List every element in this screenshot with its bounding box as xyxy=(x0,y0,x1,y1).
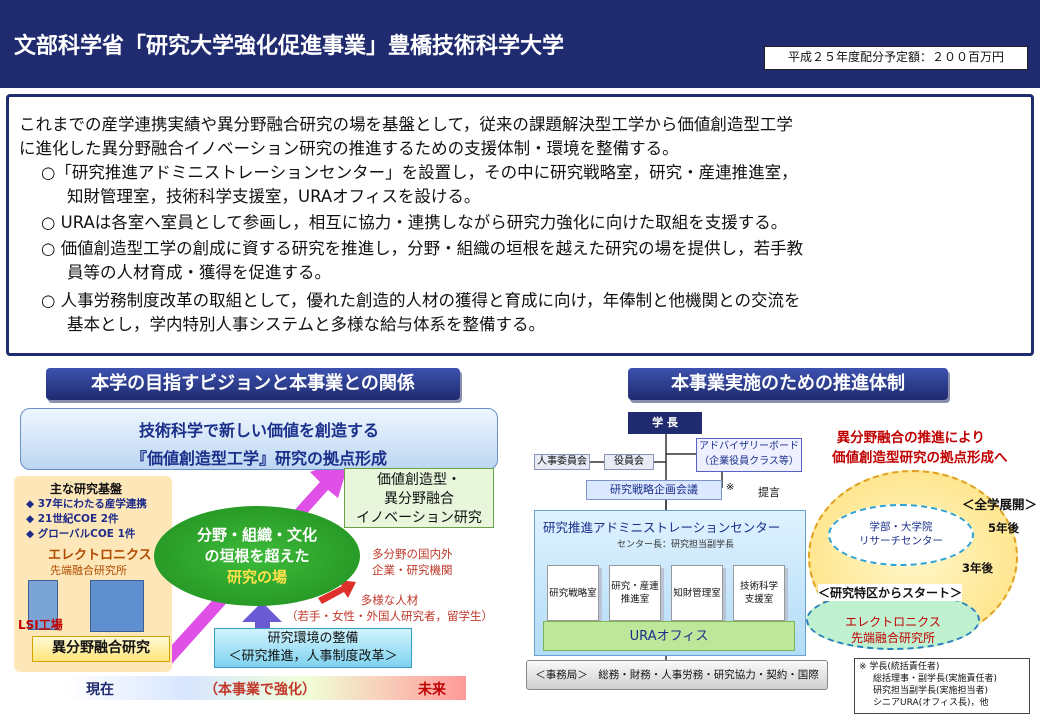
vision-heading: 本学の目指すビジョンと本事業との関係 xyxy=(46,368,460,400)
lsi-label: LSI工場 xyxy=(18,618,63,632)
summary-line: に進化した異分野融合イノベーション研究の推進するための支援体制・環境を整備する。 xyxy=(19,139,679,158)
talent-line: （若手・女性・外国人研究者，留学生） xyxy=(286,609,493,623)
summary-bullet: ○ 価値創造型工学の創成に資する研究を推進し，分野・組織の垣根を越えた研究の場を… xyxy=(41,239,804,258)
base-title: 主な研究基盤 xyxy=(50,482,123,496)
year5-label: 5年後 xyxy=(988,521,1020,535)
env-line: 研究環境の整備 xyxy=(267,631,359,646)
promotion-label: 異分野融合の推進により 価値創造型研究の拠点形成へ xyxy=(814,428,1008,468)
advice-label: 提言 xyxy=(758,486,780,499)
ivc-line: 異分野融合 xyxy=(384,491,454,507)
env-arrow xyxy=(242,602,282,638)
research-center-ellipse: 学部・大学院 リサーチセンター xyxy=(828,504,974,566)
ivc-line: 価値創造型・ xyxy=(377,472,461,488)
timeline-mid: （本事業で強化） xyxy=(204,682,316,698)
research-field-ellipse: 分野・組織・文化 の垣根を超えた 研究の場 xyxy=(154,506,360,606)
partners-arrow xyxy=(318,580,356,604)
promotion-line: 価値創造型研究の拠点形成へ xyxy=(832,450,1008,466)
field-line: 研究の場 xyxy=(226,568,287,586)
room-label: 推進室 xyxy=(620,594,650,605)
building-image xyxy=(90,580,144,632)
electronics-label: エレクトロニクス xyxy=(48,548,152,563)
field-line: の垣根を超えた xyxy=(204,547,310,565)
talent-label: 多様な人材 （若手・女性・外国人研究者，留学生） xyxy=(286,592,493,624)
timeline-future: 未来 xyxy=(418,682,446,698)
summary-bullet-cont: 知財管理室，技術科学支援室，URAオフィスを設ける。 xyxy=(67,187,481,206)
vision-line: 技術科学で新しい価値を創造する xyxy=(138,421,379,440)
note-line: 総括理事・副学長(実施責任者) xyxy=(873,674,998,684)
budget-label: 平成２５年度配分予定額：２００百万円 xyxy=(764,46,1028,70)
innovation-research-box: 価値創造型・ 異分野融合 イノベーション研究 xyxy=(344,468,494,528)
note-line: ※ 学長(統括責任者) xyxy=(859,662,940,672)
deploy-label: ＜全学展開＞ xyxy=(962,497,1038,512)
vision-line: 『価値創造型工学』研究の拠点形成 xyxy=(130,449,387,468)
page-title: 文部科学省「研究大学強化促進事業」豊橋技術科学大学 xyxy=(14,34,565,59)
office-room: 研究戦略室 xyxy=(547,565,599,621)
room-label: 技術科学 xyxy=(739,581,778,592)
summary-box: これまでの産学連携実績や異分野融合研究の場を基盤として，従来の課題解決型工学から… xyxy=(6,94,1034,356)
base-item: ◆ 21世紀COE 2件 xyxy=(26,513,119,525)
el-line: 先端融合研究所 xyxy=(850,631,935,645)
el-line: エレクトロニクス xyxy=(845,615,941,629)
env-line: ＜研究推進，人事制度改革＞ xyxy=(228,649,398,664)
summary-line: これまでの産学連携実績や異分野融合研究の場を基盤として，従来の課題解決型工学から… xyxy=(19,115,793,134)
president-box: 学 長 xyxy=(628,412,702,434)
talent-line: 多様な人材 xyxy=(360,593,419,607)
base-item: ◆ グローバルCOE 1件 xyxy=(26,528,136,540)
room-label: 知財管理室 xyxy=(673,587,721,599)
electronics-sub-label: 先端融合研究所 xyxy=(50,564,127,577)
note-line: 研究担当副学長(実施担当者) xyxy=(873,686,989,696)
hr-committee-box: 人事委員会 xyxy=(534,454,590,470)
ura-office-bar: URAオフィス xyxy=(543,621,795,651)
environment-box: 研究環境の整備 ＜研究推進，人事制度改革＞ xyxy=(214,628,412,668)
rc-line: 学部・大学院 xyxy=(869,521,933,533)
center-title: 研究推進アドミニストレーションセンター xyxy=(543,520,781,535)
start-label: ＜研究特区からスタート＞ xyxy=(818,584,963,601)
summary-bullet-cont: 基本とし，学内特別人事システムと多様な給与体系を整備する。 xyxy=(67,315,546,334)
note-line: シニアURA(オフィス長)，他 xyxy=(873,698,989,708)
office-room: 研究・産連推進室 xyxy=(609,565,661,621)
summary-bullet: ○ 人事労務制度改革の取組として，優れた創造的人材の獲得と育成に向け，年俸制と他… xyxy=(41,291,801,310)
room-label: 支援室 xyxy=(744,594,774,605)
field-line: 分野・組織・文化 xyxy=(196,526,317,544)
timeline-bar: 現在 （本事業で強化） 未来 xyxy=(66,676,466,700)
partners-line: 多分野の国内外 xyxy=(372,547,453,561)
building-image xyxy=(28,580,58,630)
planning-note-mark: ※ xyxy=(726,482,735,493)
officers-box: 役員会 xyxy=(604,454,654,470)
base-item: ◆ 37年にわたる産学連携 xyxy=(26,498,147,510)
partners-line: 企業・研究機関 xyxy=(372,563,453,577)
year3-label: 3年後 xyxy=(962,561,994,575)
advisory-line: アドバイザリーボード xyxy=(699,441,799,452)
advisory-line: （企業役員クラス等） xyxy=(699,456,799,467)
center-subtitle: センター長：研究担当副学長 xyxy=(617,540,735,550)
planning-council-box: 研究戦略企画会議 xyxy=(586,480,722,500)
promotion-line: 異分野融合の推進により xyxy=(836,430,985,446)
room-label: 研究戦略室 xyxy=(549,587,597,599)
room-label: 研究・産連 xyxy=(611,581,659,592)
ivc-line: イノベーション研究 xyxy=(356,510,482,526)
structure-heading: 本事業実施のための推進体制 xyxy=(628,368,948,400)
rc-line: リサーチセンター xyxy=(859,535,943,547)
advisory-board-box: アドバイザリーボード （企業役員クラス等） xyxy=(696,438,802,472)
secretariat-bar: ＜事務局＞ 総務・財務・人事労務・研究協力・契約・国際 xyxy=(526,660,828,690)
admin-center-box: 研究推進アドミニストレーションセンター センター長：研究担当副学長 研究戦略室 … xyxy=(534,510,806,656)
notes-box: ※ 学長(統括責任者) 総括理事・副学長(実施責任者) 研究担当副学長(実施担当… xyxy=(854,658,1030,714)
office-room: 知財管理室 xyxy=(671,565,723,621)
office-room: 技術科学支援室 xyxy=(733,565,785,621)
partners-label: 多分野の国内外 企業・研究機関 xyxy=(372,546,453,578)
header-bar: 文部科学省「研究大学強化促進事業」豊橋技術科学大学 平成２５年度配分予定額：２０… xyxy=(0,0,1040,88)
summary-bullet-cont: 員等の人材育成・獲得を促進する。 xyxy=(67,263,331,282)
summary-bullet: ○ URAは各室へ室員として参画し，相互に協力・連携しながら研究力強化に向けた取… xyxy=(41,213,788,232)
timeline-now: 現在 xyxy=(86,682,114,698)
summary-bullet: ○「研究推進アドミニストレーションセンター」を設置し，その中に研究戦略室，研究・… xyxy=(41,163,798,182)
vision-box: 技術科学で新しい価値を創造する 『価値創造型工学』研究の拠点形成 xyxy=(20,408,498,470)
fusion-research-box: 異分野融合研究 xyxy=(32,636,170,662)
